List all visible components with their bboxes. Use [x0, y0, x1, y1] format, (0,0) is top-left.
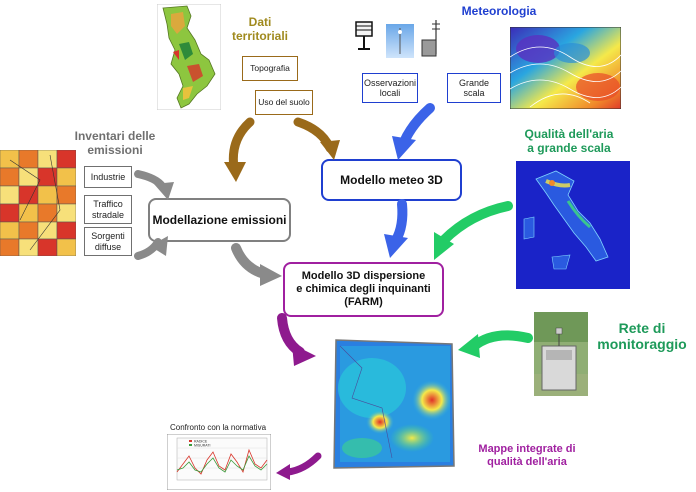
title-rete-monitoraggio: Rete di monitoraggio: [597, 320, 687, 353]
box-industrie: Industrie: [84, 166, 132, 188]
box-modello-meteo-3d: Modello meteo 3D: [321, 159, 462, 201]
radiosonde-icon: [386, 24, 414, 58]
weather-station-icon: [355, 21, 373, 50]
meteo-tower-icon: [421, 20, 440, 57]
chart-legend-modelled: RADICE: [194, 440, 208, 444]
title-confronto-normativa: Confronto con la normativa: [169, 423, 267, 432]
monitoring-station-photo-image: [534, 312, 588, 396]
title-mappe-integrate: Mappe integrate di qualità dell'aria: [478, 443, 576, 468]
arrow-mappe-to-confronto: [276, 452, 322, 480]
arrow-farm-to-mappe: [277, 313, 316, 366]
arrow-meteo-to-farm: [384, 199, 408, 258]
emission-inventory-map-image: [0, 150, 76, 256]
title-dati-territoriali: Dati territoriali: [231, 15, 288, 43]
box-uso-del-suolo: Uso del suolo: [255, 90, 313, 115]
arrow-rete-to-mappe: [458, 330, 533, 358]
arrow-emissioni-to-farm: [231, 243, 282, 286]
box-traffico-stradale: Traffico stradale: [84, 195, 132, 224]
arrow-sorgenti-to-emissioni: [134, 236, 168, 260]
synoptic-weather-map-image: [510, 27, 621, 109]
comparison-chart: RADICE MISURATI: [167, 434, 271, 490]
title-inventari-emissioni: Inventari delle emissioni: [74, 129, 156, 157]
box-topografia: Topografia: [242, 56, 298, 81]
arrow-territoriali-to-meteo: [293, 117, 340, 160]
integrated-air-quality-map-image: [333, 339, 455, 469]
box-modello-farm: Modello 3D dispersione e chimica degli i…: [283, 262, 444, 317]
arrow-meteorologia-to-meteo: [392, 103, 435, 160]
arrow-inventari-to-emissioni: [134, 170, 174, 200]
chart-series-modelled-line: [176, 448, 268, 475]
arrow-grande-scala-to-farm: [434, 201, 513, 260]
chart-legend-measured: MISURATI: [194, 444, 210, 448]
italy-air-quality-map-image: [516, 161, 630, 289]
arrow-territoriali-to-emissioni: [224, 117, 255, 182]
box-modellazione-emissioni: Modellazione emissioni: [148, 198, 291, 242]
box-grande-scala: Grande scala: [447, 73, 501, 103]
title-qualita-grande-scala: Qualità dell'aria a grande scala: [524, 127, 614, 155]
box-osservazioni-locali: Osservazioni locali: [362, 73, 418, 103]
title-meteorologia: Meteorologia: [461, 4, 537, 18]
chart-series-measured-line: [176, 455, 268, 473]
calabria-map-image: [157, 4, 221, 110]
box-sorgenti-diffuse: Sorgenti diffuse: [84, 227, 132, 256]
